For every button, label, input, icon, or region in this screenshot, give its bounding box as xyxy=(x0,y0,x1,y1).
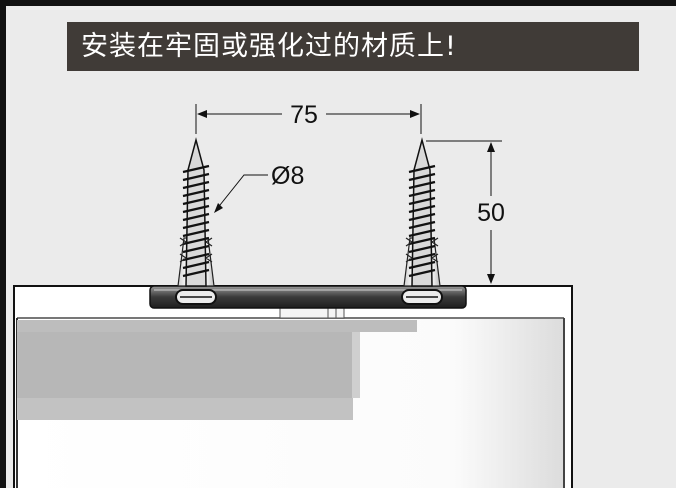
diameter-label: Ø8 xyxy=(271,162,304,190)
instruction-banner: 安装在牢固或强化过的材质上! xyxy=(67,22,639,71)
spacing-dimension: 75 xyxy=(195,101,422,134)
wall-structure xyxy=(13,285,573,488)
length-label: 50 xyxy=(477,199,505,227)
instruction-banner-text: 安装在牢固或强化过的材质上! xyxy=(81,31,457,62)
right-screw xyxy=(401,137,443,305)
spacing-label: 75 xyxy=(290,101,318,129)
left-screw xyxy=(175,137,217,305)
length-dimension: 50 xyxy=(426,140,505,284)
diameter-callout: Ø8 xyxy=(214,162,304,213)
